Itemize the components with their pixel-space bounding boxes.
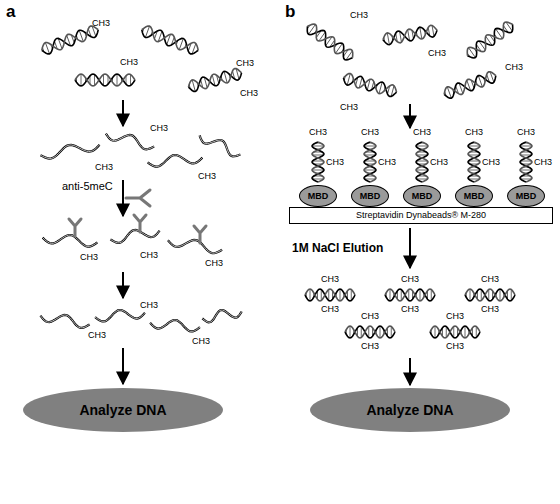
dna-helix	[305, 289, 355, 301]
methyl-label: CH3	[428, 48, 446, 59]
methyl-label: CH3	[505, 62, 523, 73]
methyl-label: CH3	[80, 252, 98, 263]
dna-helix	[468, 142, 480, 182]
node-text: Analyze DNA	[366, 402, 453, 418]
single-strand	[201, 307, 242, 324]
mbd-ellipse: MBD	[507, 185, 545, 207]
methyl-label: CH3	[517, 127, 535, 138]
methyl-label: CH3	[430, 157, 448, 168]
node-text: MBD	[308, 191, 329, 201]
single-strand	[167, 235, 223, 254]
single-strand	[197, 131, 242, 159]
dna-helix	[520, 142, 532, 182]
dna-helix	[416, 142, 428, 182]
dna-helix	[342, 72, 398, 98]
dna-helix	[187, 67, 243, 93]
step-label: 1M NaCl Elution	[292, 241, 383, 255]
methyl-label: CH3	[205, 258, 223, 269]
single-strand	[147, 153, 203, 168]
dna-helix	[364, 142, 376, 182]
dna-helix	[382, 24, 438, 45]
methyl-label: CH3	[446, 341, 464, 352]
methyl-label: CH3	[236, 58, 254, 69]
methyl-label: CH3	[481, 304, 499, 315]
antibody	[126, 190, 150, 206]
dna-helix	[430, 326, 480, 338]
antibody	[194, 226, 206, 243]
methyl-label: CH3	[465, 127, 483, 138]
analyze-ellipse: Analyze DNA	[23, 388, 223, 432]
methyl-label: CH3	[534, 157, 552, 168]
methyl-label: CH3	[401, 304, 419, 315]
node-text: MBD	[360, 191, 381, 201]
antibody	[69, 219, 81, 236]
dna-helix	[312, 142, 324, 182]
mbd-ellipse: MBD	[351, 185, 389, 207]
dna-helix	[40, 24, 100, 56]
single-strand	[110, 226, 161, 245]
node-text: Streptavidin Dynabeads® M-280	[356, 210, 486, 220]
single-strand	[40, 140, 101, 160]
node-text: MBD	[412, 191, 433, 201]
methyl-label: CH3	[321, 274, 339, 285]
mbd-ellipse: MBD	[299, 185, 337, 207]
mbd-ellipse: MBD	[403, 185, 441, 207]
single-strand	[150, 318, 201, 332]
dna-helix	[75, 74, 135, 86]
process-arrows	[123, 100, 410, 385]
dna-helix	[140, 24, 200, 56]
methyl-label: CH3	[198, 171, 216, 182]
node-text: Analyze DNA	[79, 402, 166, 418]
antibody	[134, 215, 146, 232]
methyl-label: CH3	[321, 304, 339, 315]
methyl-label: CH3	[120, 57, 138, 68]
methyl-label: CH3	[88, 330, 106, 341]
methyl-label: CH3	[361, 341, 379, 352]
bead-bar: Streptavidin Dynabeads® M-280	[289, 207, 553, 224]
analyze-ellipse: Analyze DNA	[310, 388, 510, 432]
methyl-label: CH3	[192, 336, 210, 347]
methyl-label: CH3	[95, 162, 113, 173]
single-strand	[105, 129, 156, 152]
methyl-label: CH3	[309, 127, 327, 138]
methyl-label: CH3	[361, 127, 379, 138]
single-strand	[40, 311, 91, 330]
dna-helix	[345, 326, 395, 338]
mbd-ellipse: MBD	[455, 185, 493, 207]
dna-helix	[385, 289, 435, 301]
methyl-label: CH3	[401, 274, 419, 285]
panel-letter: a	[6, 2, 15, 22]
dna-helix	[464, 19, 516, 60]
methyl-label: CH3	[413, 127, 431, 138]
dna-helix	[442, 70, 498, 100]
single-strand	[42, 233, 98, 248]
methyl-label: CH3	[482, 157, 500, 168]
dna-helix	[304, 21, 356, 62]
node-text: MBD	[516, 191, 537, 201]
methyl-label: CH3	[92, 18, 110, 29]
methyl-label: CH3	[481, 274, 499, 285]
panel-letter: b	[285, 2, 295, 22]
methyl-label: CH3	[340, 102, 358, 113]
methyl-label: CH3	[350, 10, 368, 21]
methyl-label: CH3	[140, 300, 158, 311]
methyl-label: CH3	[150, 123, 168, 134]
methyl-label: CH3	[326, 157, 344, 168]
methyl-label: CH3	[378, 157, 396, 168]
methyl-label: CH3	[140, 250, 158, 261]
reagent-label: anti-5meC	[62, 180, 113, 193]
node-text: MBD	[464, 191, 485, 201]
methyl-label: CH3	[240, 88, 258, 99]
single-strand	[95, 308, 146, 322]
methyl-label: CH3	[446, 311, 464, 322]
methyl-label: CH3	[361, 311, 379, 322]
dna-helix	[465, 289, 515, 301]
